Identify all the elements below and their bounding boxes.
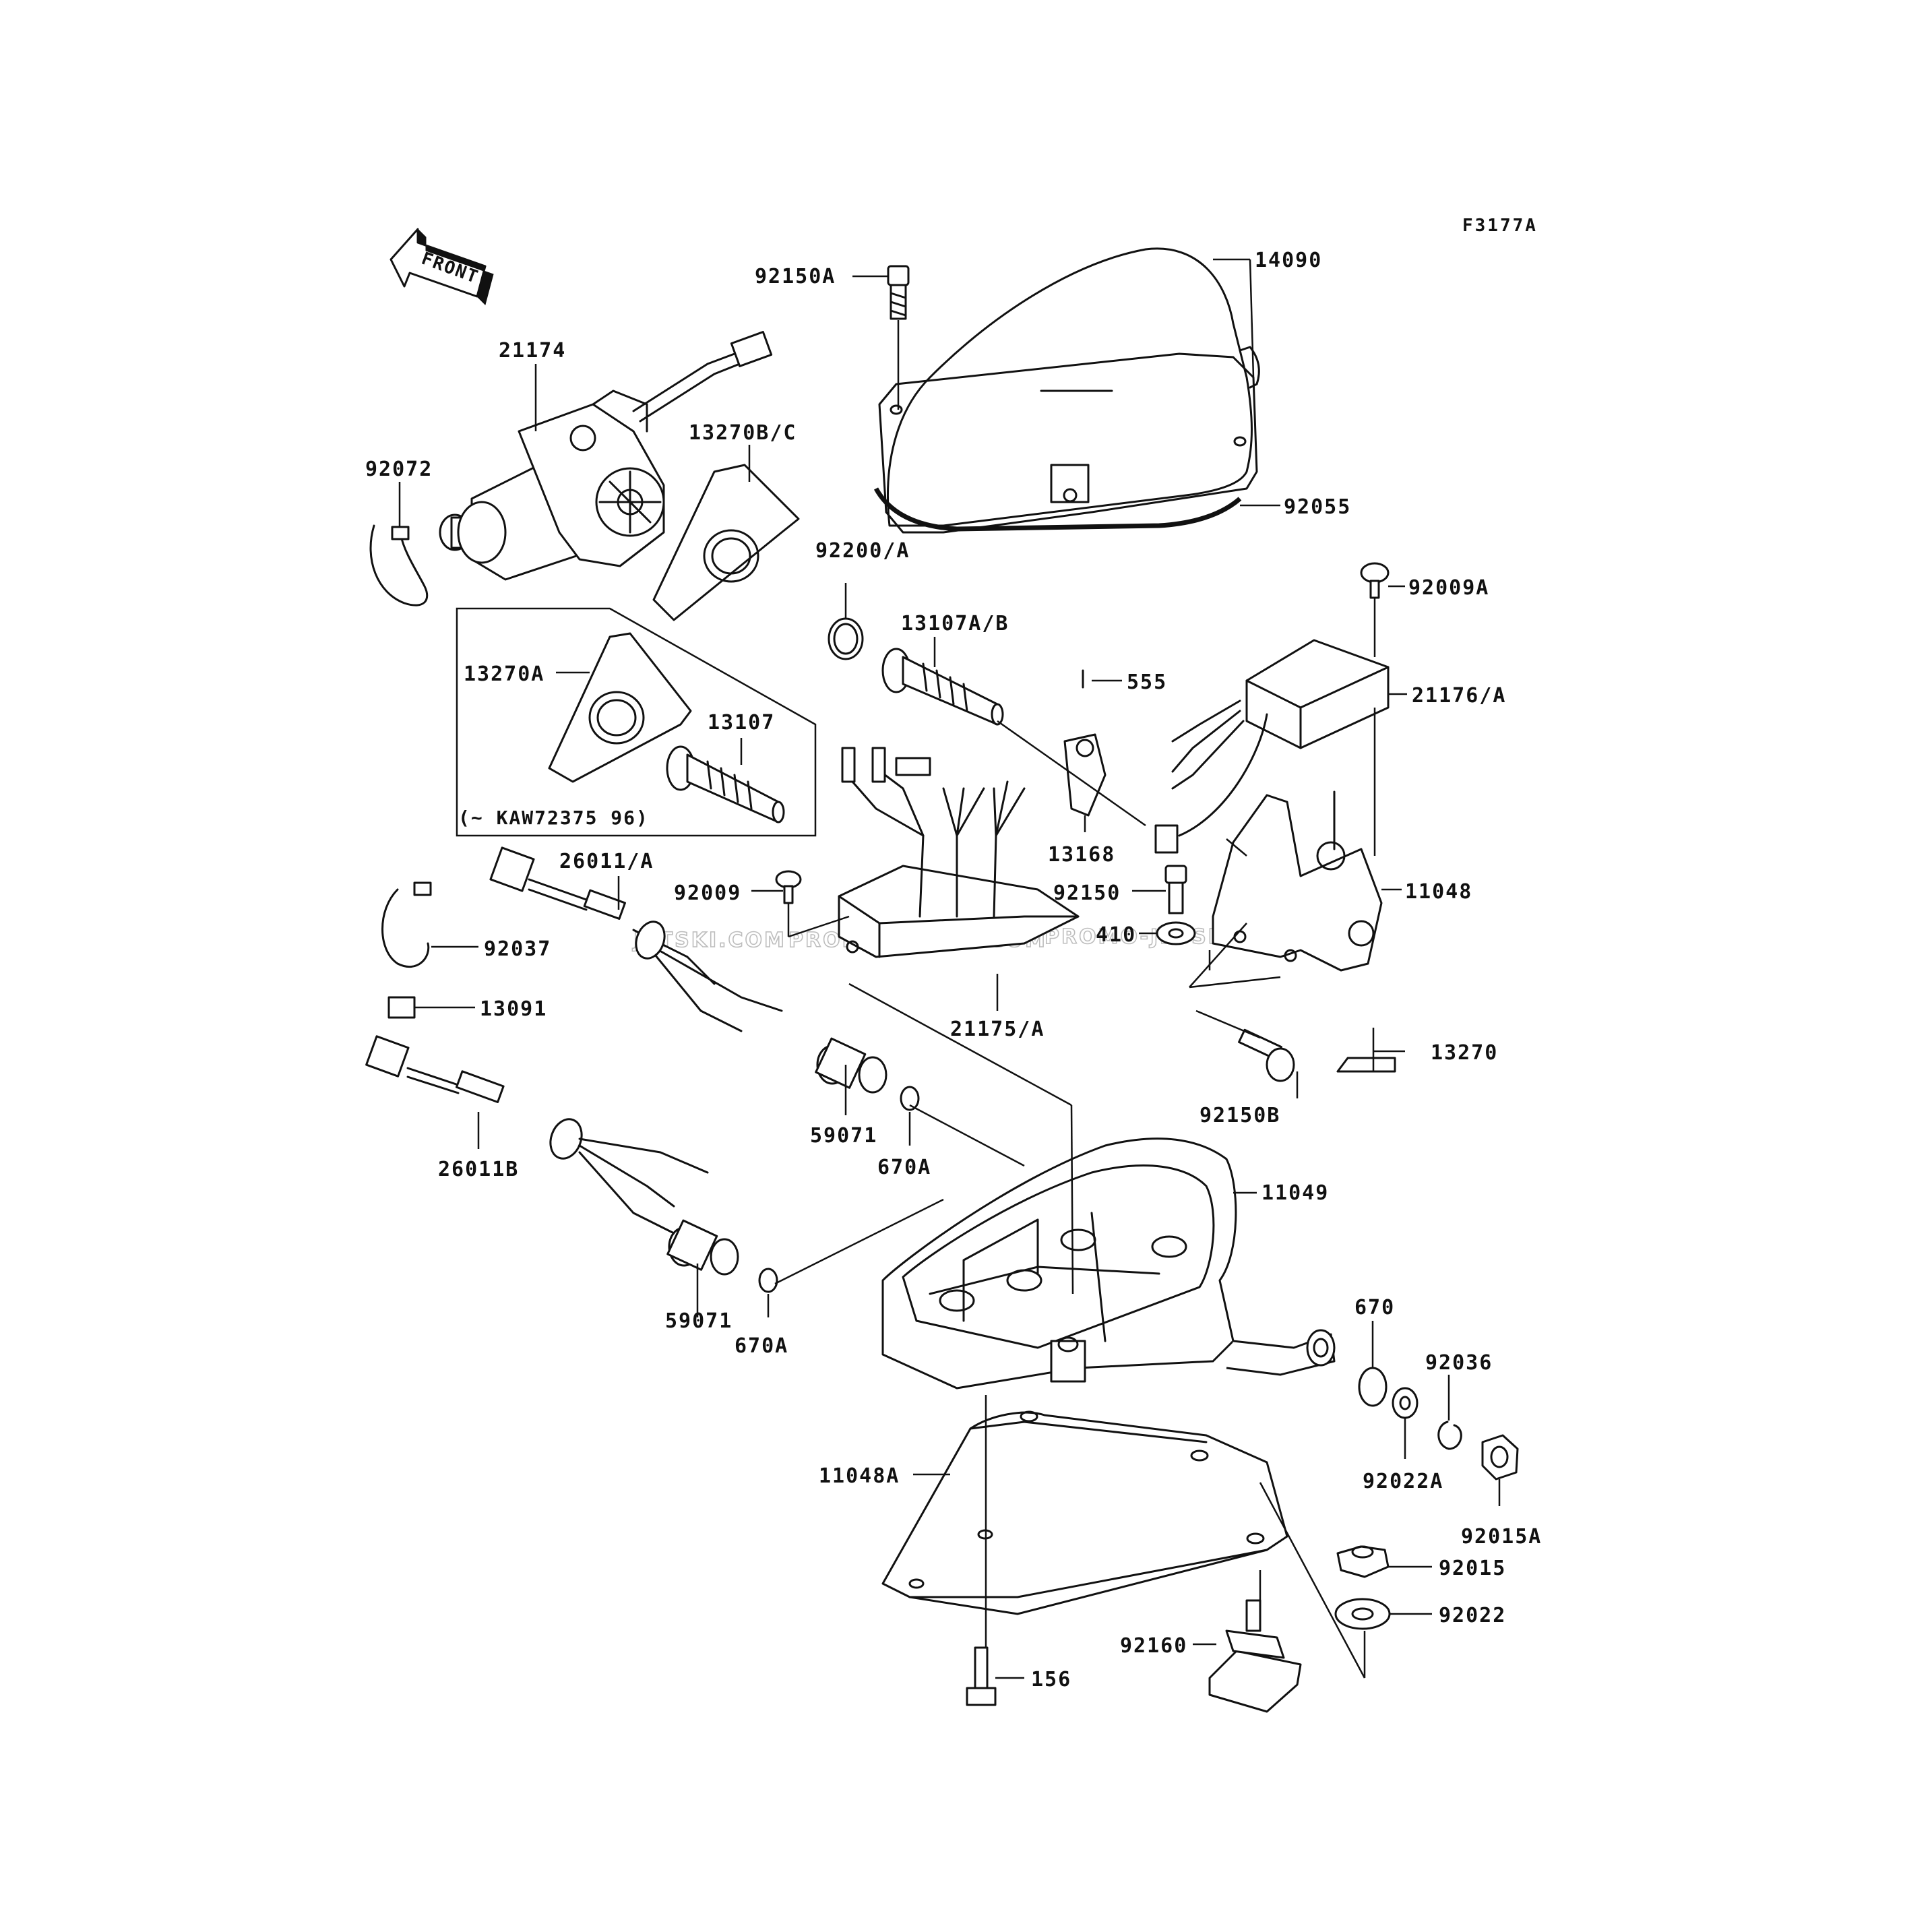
label-92015A: 92015A — [1461, 1525, 1542, 1549]
label-26011B: 26011B — [438, 1158, 519, 1181]
label-670: 670 — [1354, 1296, 1395, 1319]
label-92009A: 92009A — [1408, 576, 1489, 600]
label-92160: 92160 — [1120, 1634, 1187, 1658]
label-92022: 92022 — [1439, 1604, 1506, 1627]
box-21175A — [838, 747, 1080, 958]
strap-92072 — [369, 524, 429, 606]
strap-92037 — [381, 888, 430, 968]
box-21176A — [1154, 639, 1390, 854]
sensor-26011B — [365, 1035, 709, 1235]
front-arrow-icon: FRONT — [389, 228, 494, 305]
label-26011A: 26011/A — [559, 850, 654, 873]
label-59071-lower: 59071 — [665, 1309, 733, 1333]
gasket-13270BC — [652, 464, 800, 621]
label-92022A: 92022A — [1363, 1470, 1443, 1493]
bolt-92150 — [1164, 865, 1187, 914]
bolt-92150B — [1238, 1028, 1295, 1082]
screw-92009A — [1360, 562, 1390, 599]
bolt-92150A — [887, 265, 910, 320]
figure-code: F3177A — [1462, 216, 1538, 236]
label-11048: 11048 — [1405, 880, 1472, 904]
nut-92015 — [1336, 1545, 1390, 1578]
label-92037: 92037 — [484, 937, 551, 961]
label-555: 555 — [1127, 671, 1167, 694]
lockwasher-92036 — [1437, 1421, 1462, 1450]
cover-14090 — [878, 247, 1260, 534]
shaft-13107AB — [881, 648, 1004, 726]
label-14090: 14090 — [1255, 249, 1322, 272]
oring-670A-upper — [900, 1086, 920, 1111]
label-21176A: 21176/A — [1412, 684, 1506, 708]
washer-92022 — [1334, 1598, 1391, 1630]
label-92009: 92009 — [674, 881, 741, 905]
label-13107AB: 13107A/B — [901, 612, 1009, 635]
inset-note: (~ KAW72375 96) — [458, 807, 649, 829]
washer-410 — [1156, 921, 1196, 945]
label-59071-upper: 59071 — [810, 1124, 877, 1148]
mount-92160 — [1208, 1599, 1302, 1713]
oring-670A-lower — [758, 1268, 778, 1293]
bolt-156 — [966, 1646, 997, 1706]
inset-frame — [456, 607, 817, 837]
nut-92015A — [1481, 1434, 1519, 1481]
label-21175A: 21175/A — [950, 1018, 1045, 1041]
washer-92022A — [1392, 1387, 1419, 1419]
label-92036: 92036 — [1425, 1351, 1493, 1375]
plate-13270 — [1336, 1057, 1396, 1073]
oring-670 — [1358, 1367, 1388, 1407]
strap-buckle — [391, 526, 410, 540]
label-156: 156 — [1031, 1668, 1071, 1691]
label-92150B: 92150B — [1199, 1104, 1280, 1127]
motor-21174 — [439, 331, 773, 581]
label-13270A: 13270A — [464, 662, 544, 686]
shaft-13107 — [666, 745, 785, 823]
clip-13091 — [387, 996, 416, 1019]
label-92200A: 92200/A — [815, 539, 910, 563]
seal-92055 — [873, 487, 1242, 532]
label-13270: 13270 — [1431, 1041, 1498, 1065]
sensor-26011A — [489, 846, 783, 1032]
label-11048A: 11048A — [819, 1464, 900, 1488]
label-13168: 13168 — [1048, 843, 1115, 867]
bracket-11048 — [1212, 790, 1383, 972]
label-11049: 11049 — [1261, 1181, 1329, 1205]
label-92072: 92072 — [365, 458, 433, 481]
screw-92009 — [775, 870, 802, 904]
label-92015: 92015 — [1439, 1557, 1506, 1580]
plate-11048A — [881, 1410, 1288, 1615]
label-13091: 13091 — [480, 997, 547, 1021]
label-21174: 21174 — [499, 339, 566, 363]
fitting-59071-upper — [815, 1037, 887, 1094]
housing-11049 — [881, 1138, 1336, 1390]
label-670A-upper: 670A — [877, 1156, 931, 1179]
label-13270BC: 13270B/C — [689, 421, 797, 445]
label-92150: 92150 — [1053, 881, 1121, 905]
label-13107: 13107 — [708, 711, 775, 735]
part-labels: 92150A 14090 21174 13270B/C 92072 92055 … — [365, 249, 1542, 1691]
label-410: 410 — [1096, 923, 1136, 947]
label-92055: 92055 — [1284, 495, 1351, 519]
lever-13168 — [1063, 733, 1107, 817]
gasket-13270A — [548, 632, 692, 783]
label-92150A: 92150A — [755, 265, 836, 288]
label-670A-lower: 670A — [735, 1334, 788, 1358]
leader-lines — [398, 258, 1501, 1679]
fitting-59071-lower — [666, 1219, 739, 1276]
